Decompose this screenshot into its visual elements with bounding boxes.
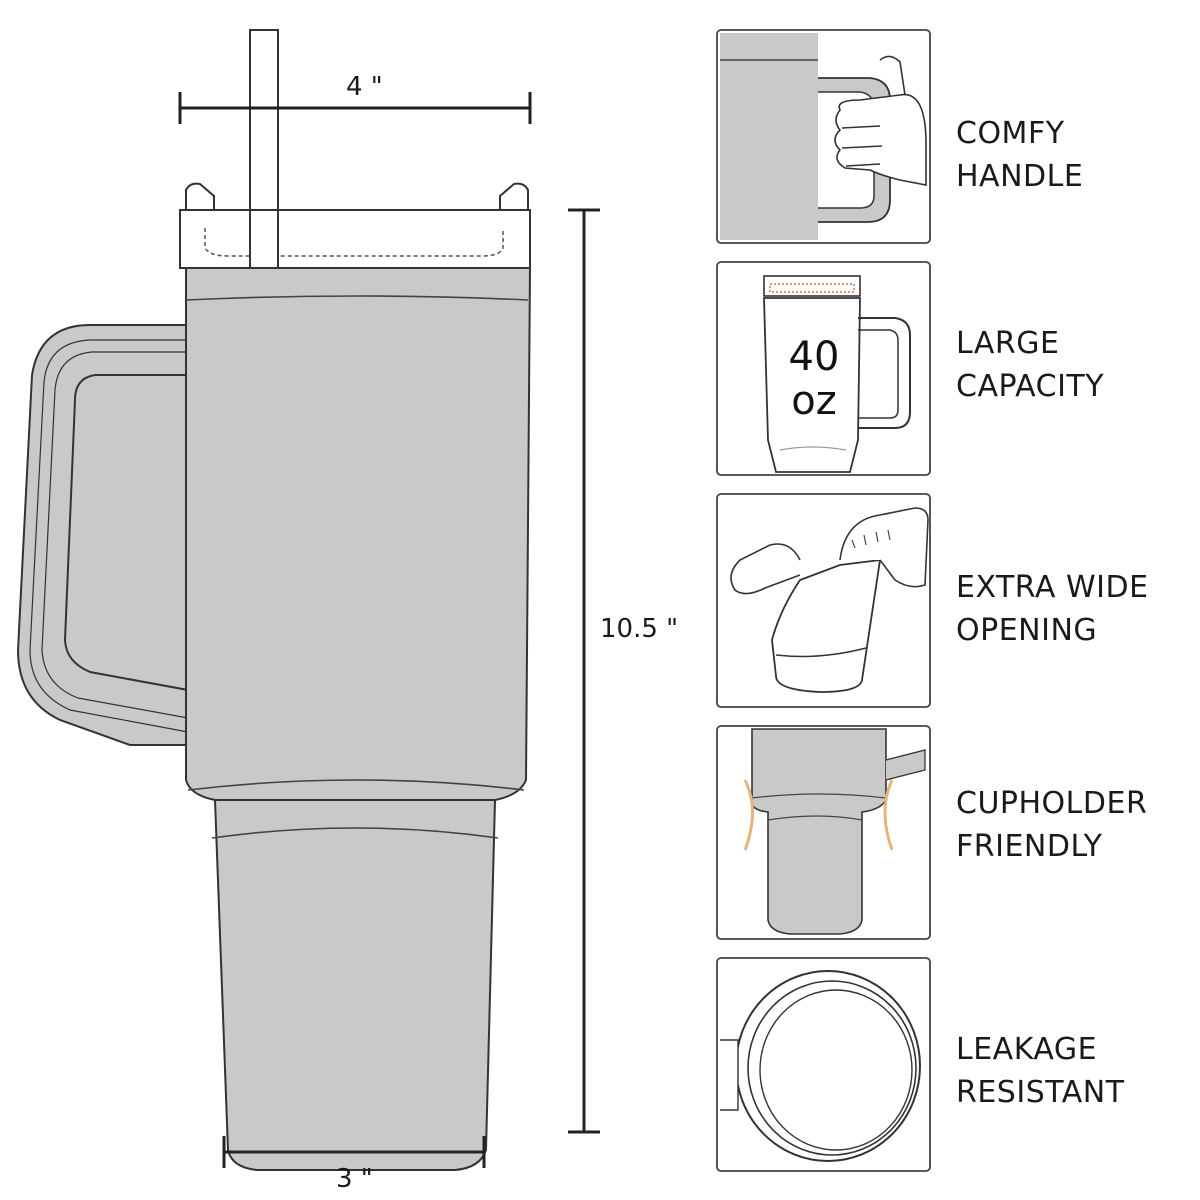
capacity-unit: oz <box>791 378 837 424</box>
capacity-badge: 40 oz <box>772 335 856 423</box>
base-width-dimension-line <box>222 1136 486 1168</box>
feature-label-leakage-resistant: LEAKAGE RESISTANT <box>956 1032 1125 1110</box>
feature-label-large-capacity: LARGE CAPACITY <box>956 326 1105 404</box>
base-width-label: 3 " <box>336 1164 373 1194</box>
feature-label-comfy-handle: COMFY HANDLE <box>956 116 1084 194</box>
feature-label-cupholder-friendly: CUPHOLDER FRIENDLY <box>956 786 1148 864</box>
tumbler-capacity-icon <box>763 275 911 473</box>
hand-grip-icon <box>720 33 927 240</box>
feature-label-extra-wide-opening: EXTRA WIDE OPENING <box>956 570 1149 648</box>
lid-width-dimension-line <box>178 92 532 124</box>
tumbler-body-upper <box>185 267 532 801</box>
tumbler-body-lower <box>213 799 497 1171</box>
lid-width-label: 4 " <box>346 72 383 102</box>
capacity-number: 40 <box>788 334 840 380</box>
height-label: 10.5 " <box>600 614 679 644</box>
cupholder-icon <box>743 728 926 935</box>
height-dimension-line <box>568 208 600 1134</box>
hand-in-cup-icon <box>730 507 929 693</box>
seal-ring-icon <box>720 970 921 1162</box>
tumbler-lid <box>179 209 531 269</box>
feature-panel-5 <box>716 957 931 1172</box>
tumbler-handle <box>16 324 189 746</box>
